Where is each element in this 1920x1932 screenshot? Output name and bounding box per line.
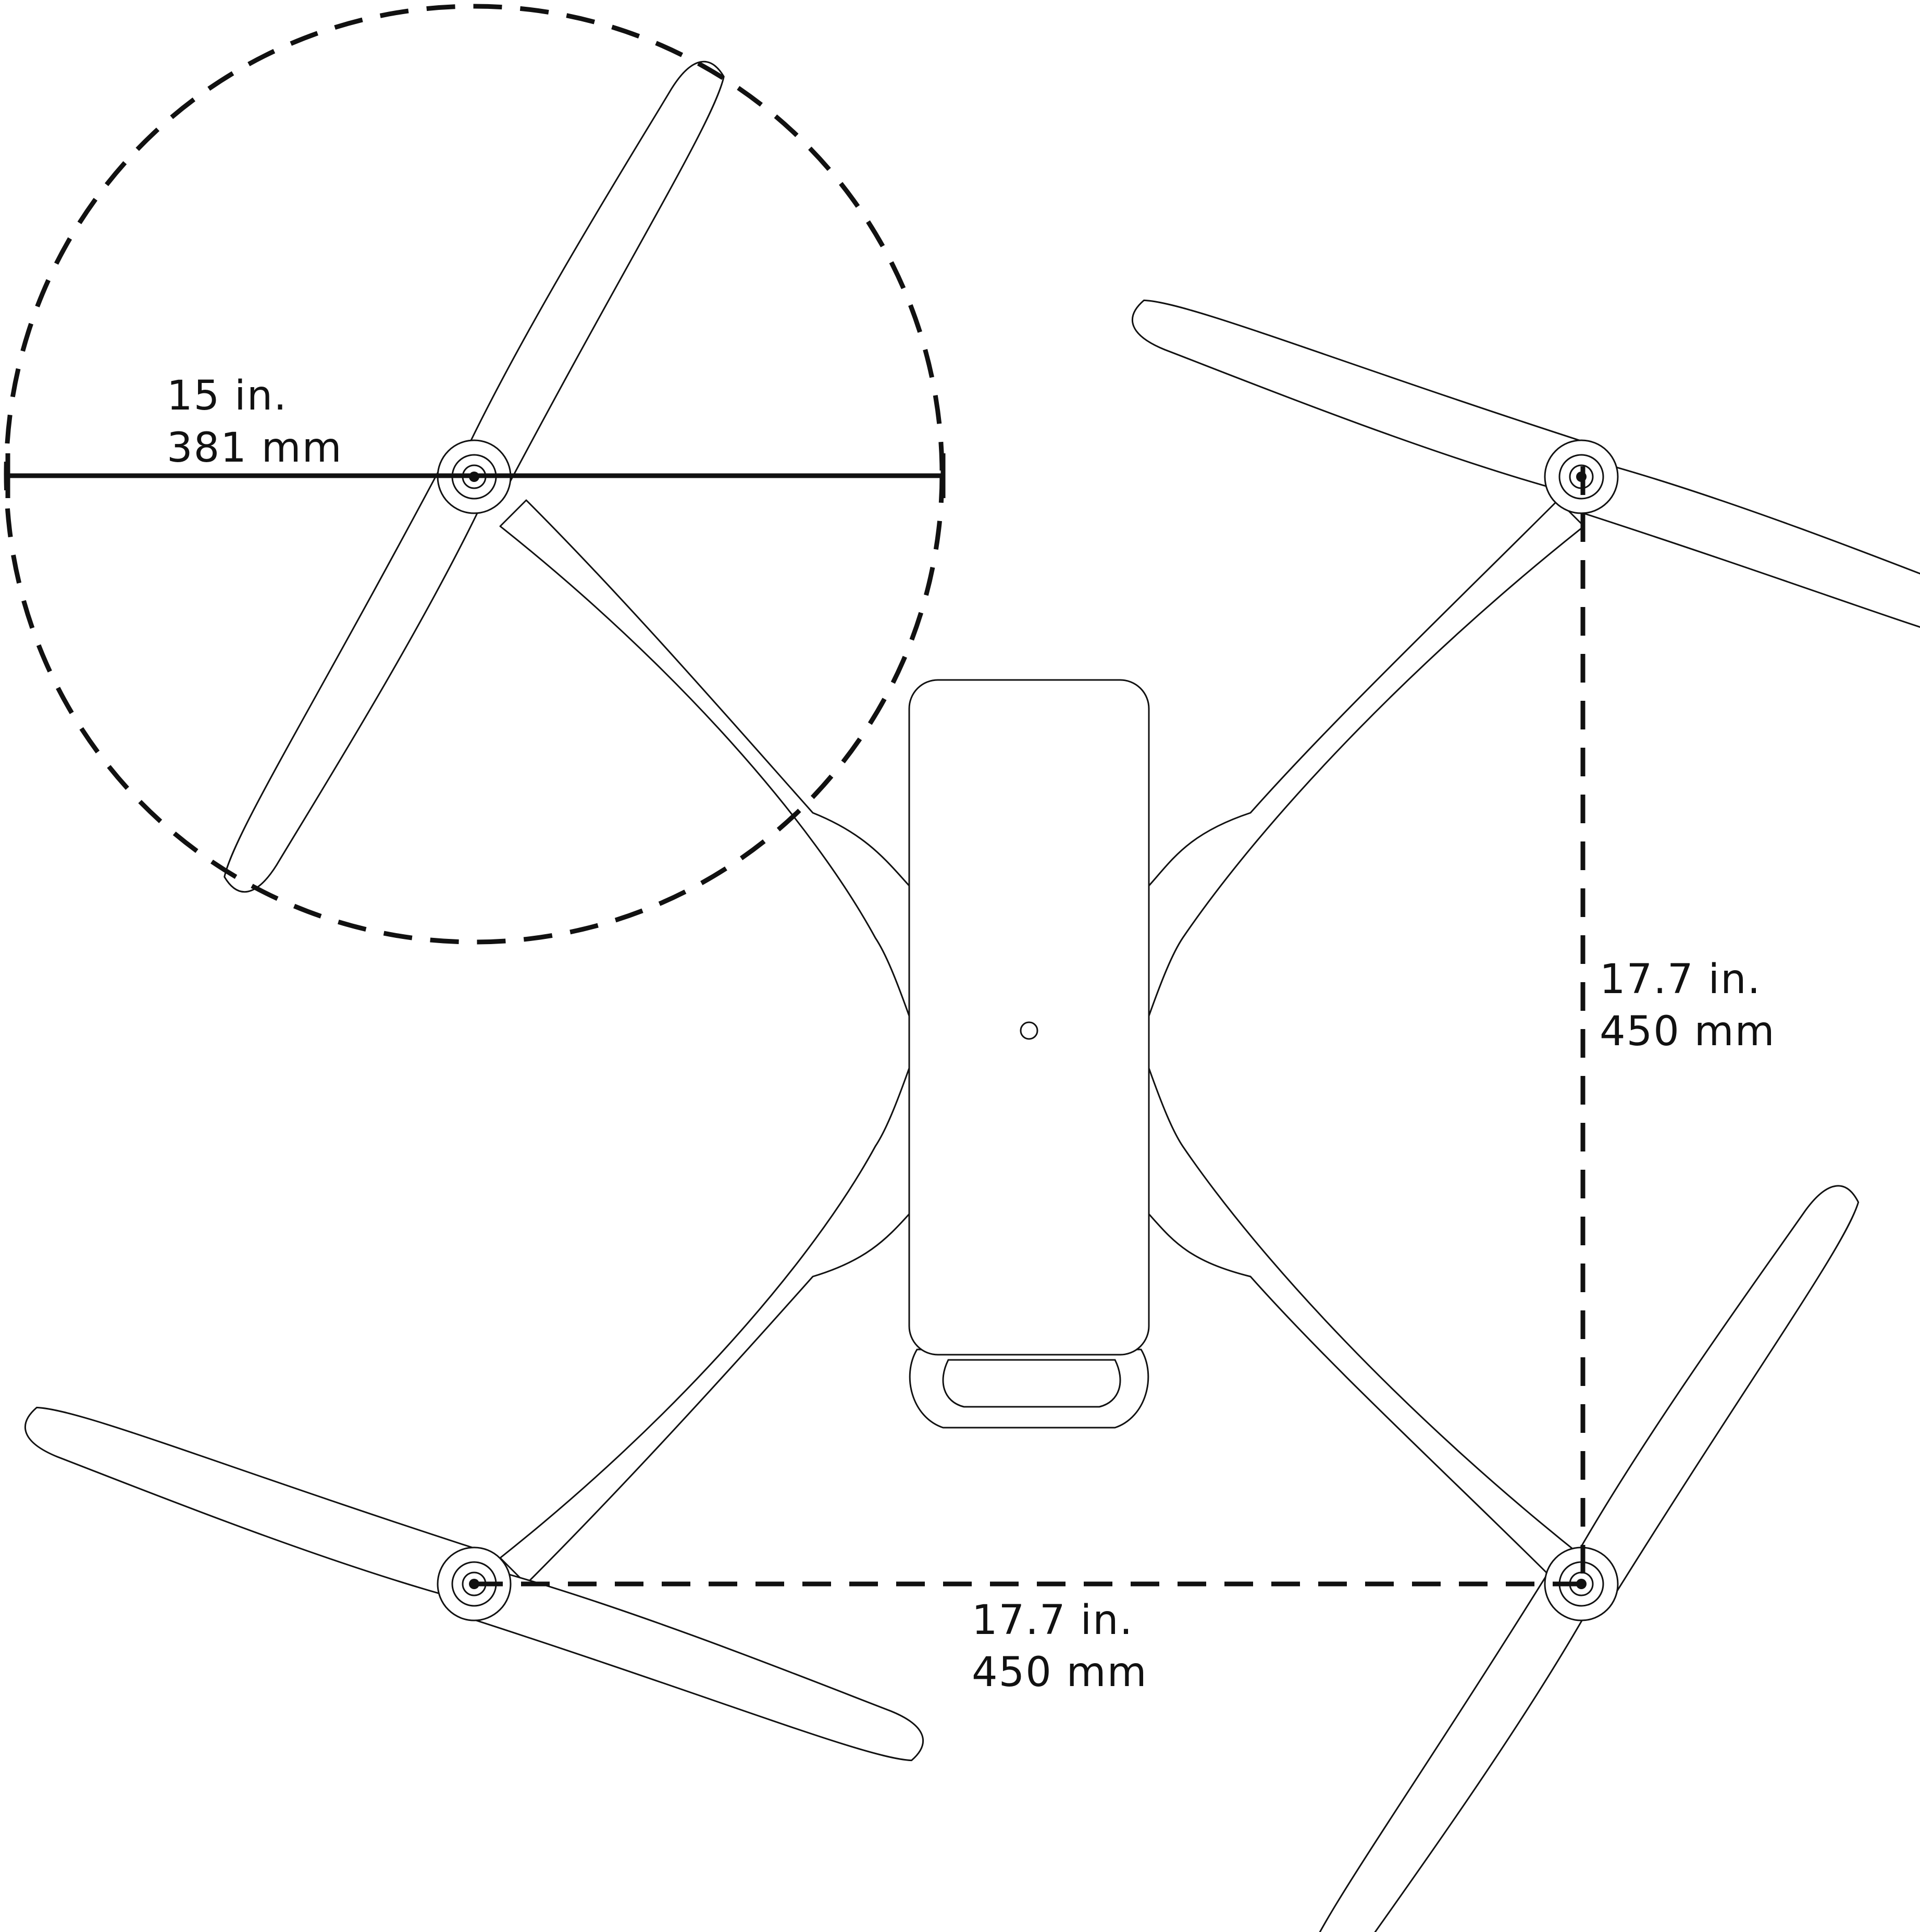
rear-handle [909,1348,1149,1429]
status-light-icon [1020,1021,1038,1040]
prop-diameter-imperial: 15 in. [167,373,288,419]
arm-front-right [1148,499,1585,1017]
prop-diameter-line [5,453,946,498]
propeller-front-right [1124,174,1920,780]
horizontal-spacing-label: 17.7 in. 450 mm [972,1594,1148,1699]
propeller-rear-right [1205,1177,1920,1932]
horizontal-spacing-metric: 450 mm [972,1649,1148,1696]
drone-body [908,679,1150,1356]
prop-diameter-label: 15 in. 381 mm [167,370,343,474]
vertical-spacing-imperial: 17.7 in. [1600,956,1762,1003]
prop-diameter-metric: 381 mm [167,425,343,472]
arm-rear-left [499,1067,910,1585]
horizontal-spacing-imperial: 17.7 in. [972,1597,1134,1644]
arm-rear-right [1148,1067,1585,1585]
vertical-spacing-metric: 450 mm [1600,1008,1776,1055]
vertical-spacing-label: 17.7 in. 450 mm [1600,953,1776,1058]
